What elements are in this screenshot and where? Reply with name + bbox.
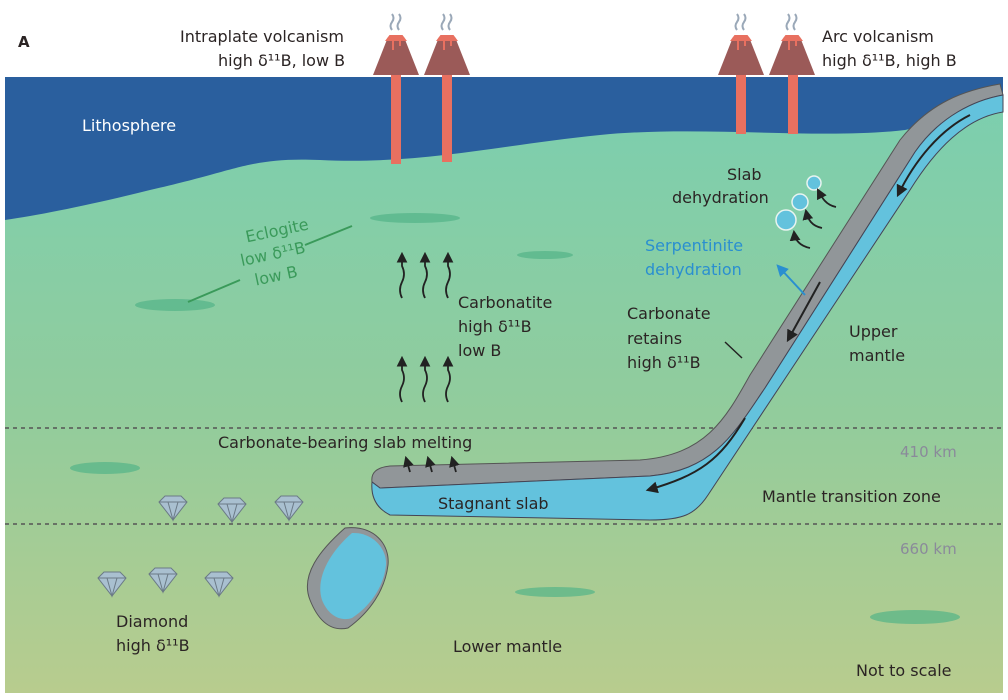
intraplate-label-2: high δ¹¹B, low B: [218, 51, 345, 70]
eclogite-pointer-2: [304, 225, 353, 246]
carbonate-pointer: [724, 341, 743, 359]
depth-410: 410 km: [900, 443, 957, 461]
arc-label-2: high δ¹¹B, high B: [822, 51, 957, 70]
intraplate-label-1: Intraplate volcanism: [180, 27, 344, 46]
upper-mantle-2: mantle: [849, 346, 905, 365]
carbonate-3: high δ¹¹B: [627, 353, 701, 372]
transition-zone-label: Mantle transition zone: [762, 487, 941, 506]
carbonate-1: Carbonate: [627, 304, 711, 323]
diamond-label-2: high δ¹¹B: [116, 636, 190, 655]
upper-mantle-1: Upper: [849, 322, 898, 341]
carbonatite-arrows: [396, 251, 460, 473]
arc-volcanoes: [718, 13, 815, 134]
lithosphere-label: Lithosphere: [82, 116, 176, 135]
carbonatite-3: low B: [458, 341, 501, 360]
serpentinite-arrow: [776, 264, 806, 296]
slab-dehydration-2: dehydration: [672, 188, 769, 207]
eclogite-blobs: [70, 213, 960, 624]
intraplate-volcanoes: [373, 13, 470, 164]
detached-slab-core: [320, 532, 387, 620]
eclogite-pointer: [187, 279, 241, 303]
lithosphere: [5, 77, 1003, 220]
panel-label: A: [18, 33, 30, 51]
carbonatite-2: high δ¹¹B: [458, 317, 532, 336]
slab-dehydration-1: Slab: [727, 165, 762, 184]
stagnant-slab-label: Stagnant slab: [438, 494, 549, 513]
not-to-scale-label: Not to scale: [856, 661, 952, 680]
slab-melting-label: Carbonate-bearing slab melting: [218, 433, 472, 452]
dehydration-bubbles: [775, 175, 822, 231]
arc-label-1: Arc volcanism: [822, 27, 934, 46]
carbonatite-1: Carbonatite: [458, 293, 552, 312]
dehydration-arrows: [789, 188, 837, 249]
diamond-label-1: Diamond: [116, 612, 188, 631]
depth-660: 660 km: [900, 540, 957, 558]
lower-mantle-label: Lower mantle: [453, 637, 562, 656]
carbonate-2: retains: [627, 329, 682, 348]
serpentinite-2: dehydration: [645, 260, 742, 279]
diamonds: [97, 495, 304, 598]
slab-flow-arrows: [645, 114, 971, 494]
serpentinite-1: Serpentinite: [645, 236, 743, 255]
